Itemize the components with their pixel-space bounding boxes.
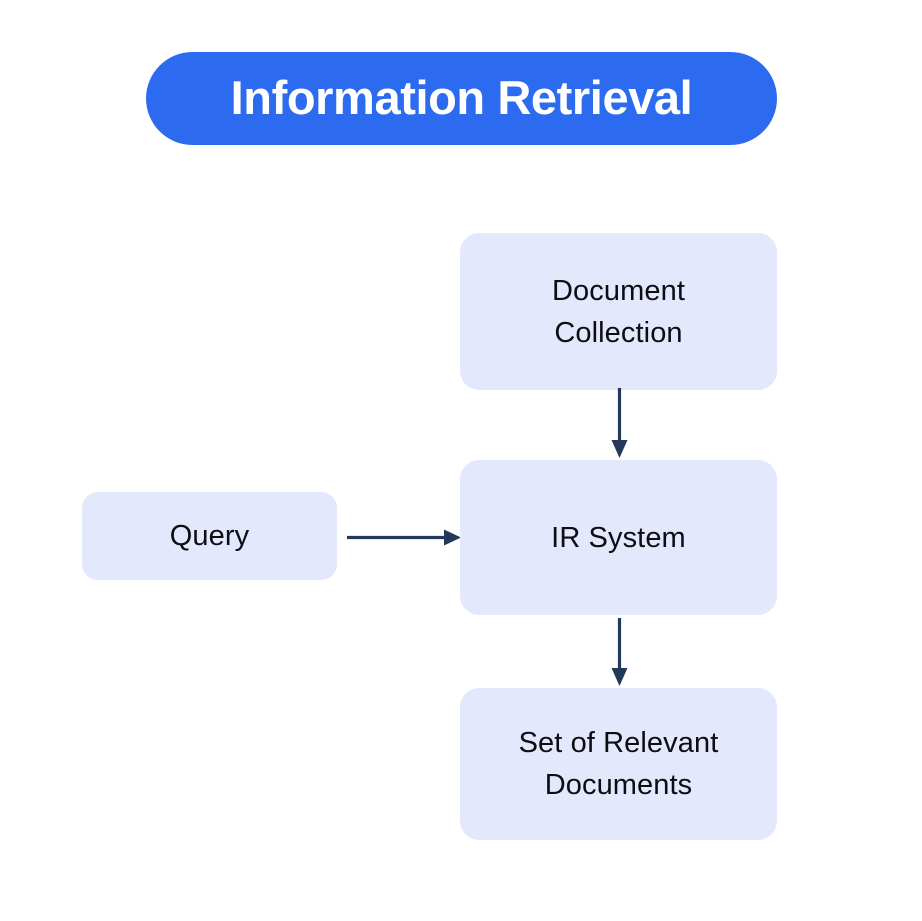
arrow-head-right-icon	[444, 529, 461, 546]
node-document-collection: Document Collection	[460, 233, 777, 390]
page-title: Information Retrieval	[230, 71, 693, 124]
node-query: Query	[82, 492, 337, 580]
node-ir-system: IR System	[460, 460, 777, 615]
arrow-query-to-ir-system	[347, 529, 461, 546]
node-query-label: Query	[169, 520, 250, 552]
arrow-head-down-icon	[611, 440, 628, 458]
node-ir-system-label: IR System	[551, 521, 686, 554]
arrow-head-down-icon	[611, 668, 628, 686]
node-document-collection-label: Document Collection	[552, 274, 685, 349]
diagram-title-banner: Information Retrieval	[146, 52, 777, 145]
node-relevant-documents-label: Set of Relevant Documents	[518, 727, 719, 801]
node-relevant-documents: Set of Relevant Documents	[460, 688, 777, 840]
arrow-document-collection-to-ir-system	[611, 388, 628, 458]
arrow-ir-system-to-relevant-documents	[611, 618, 628, 686]
